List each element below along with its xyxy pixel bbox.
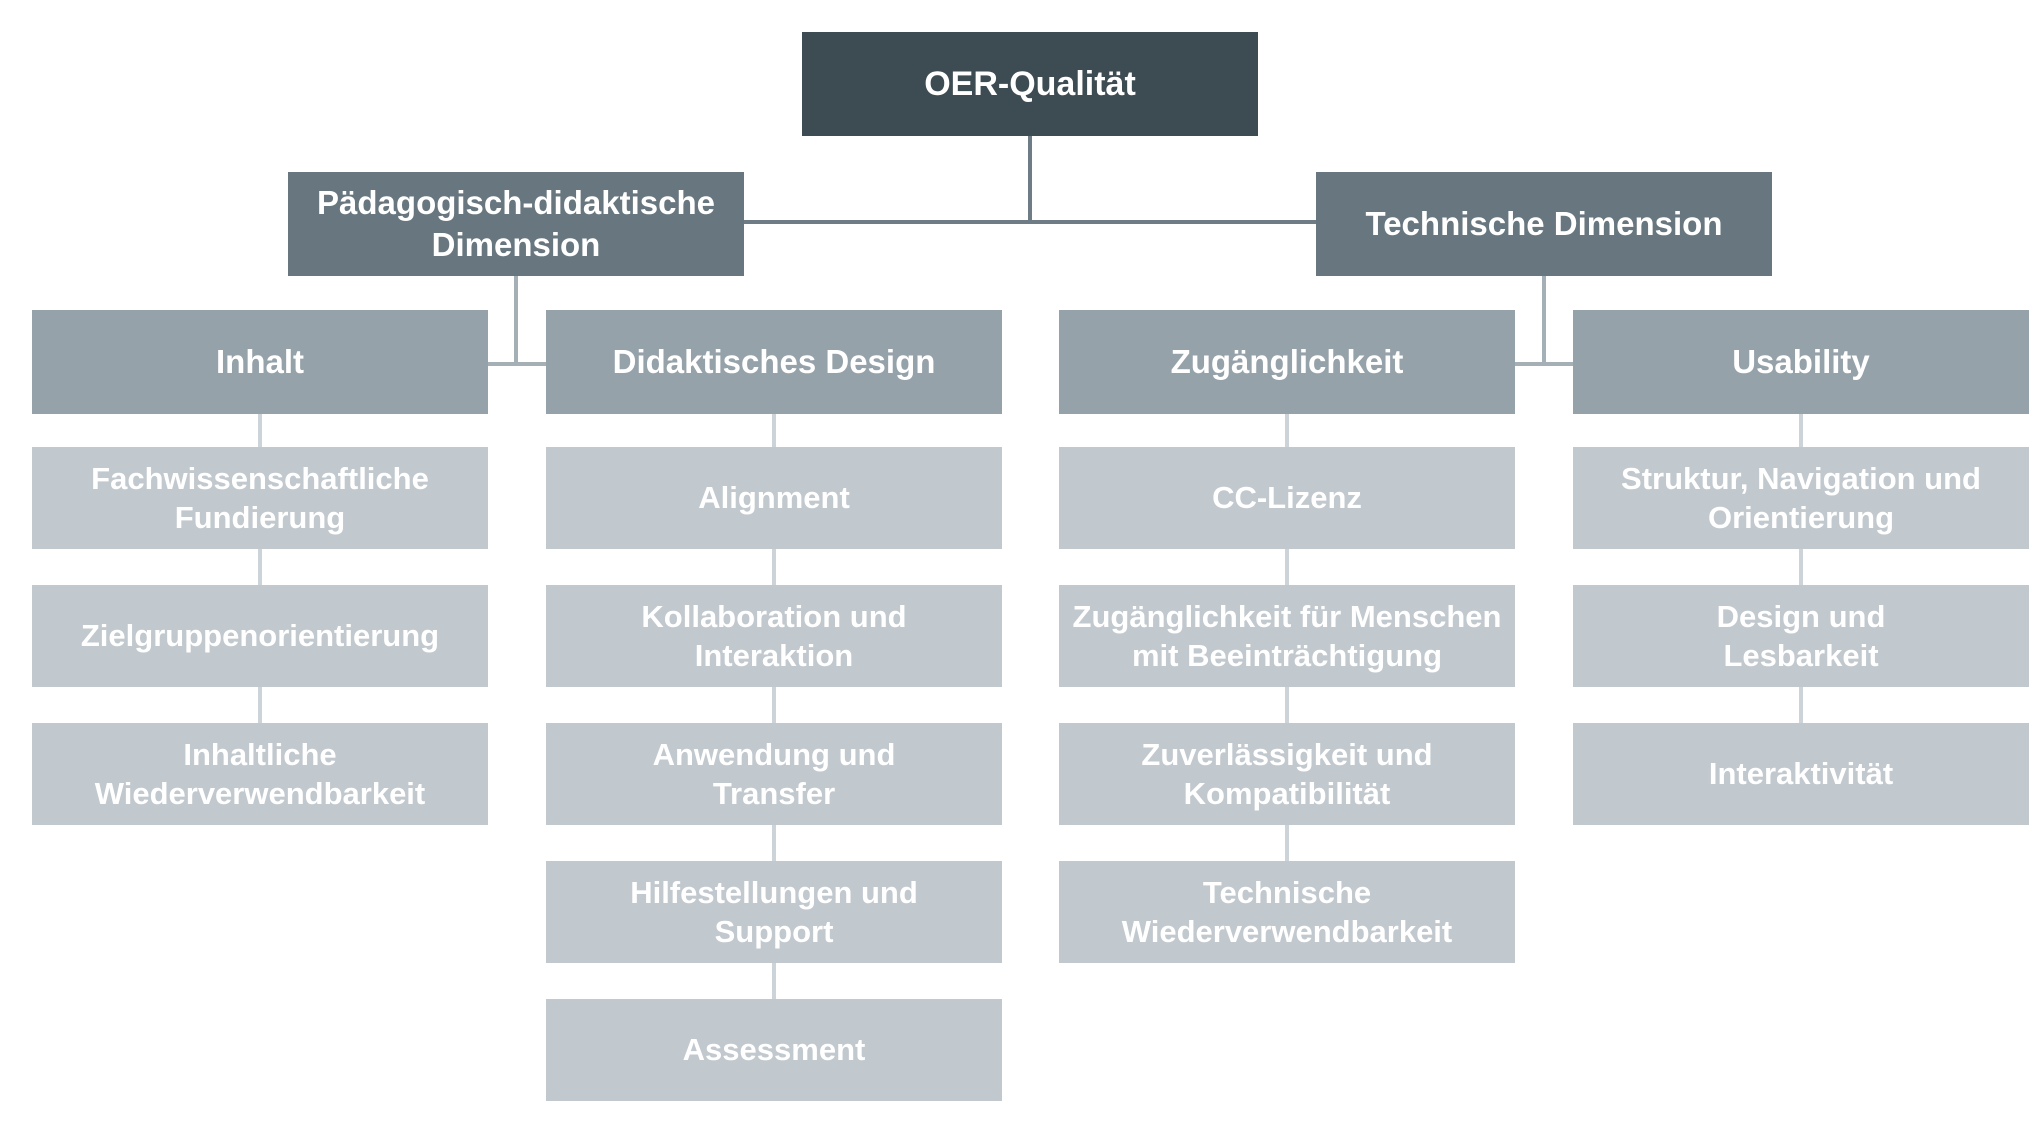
node-alignment: Alignment bbox=[546, 447, 1002, 549]
node-fachwissenschaftliche-fundierung: Fachwissenschaftliche Fundierung bbox=[32, 447, 488, 549]
connector-root-vertical bbox=[1028, 136, 1032, 224]
node-kollaboration-und-interaktion: Kollaboration und Interaktion bbox=[546, 585, 1002, 687]
node-technische-dimension: Technische Dimension bbox=[1316, 172, 1772, 276]
node-paedagogisch-didaktische-dimension: Pädagogisch-didaktische Dimension bbox=[288, 172, 744, 276]
node-oer-qualitaet: OER-Qualität bbox=[802, 32, 1258, 136]
node-design-und-lesbarkeit: Design und Lesbarkeit bbox=[1573, 585, 2029, 687]
connector-col4-seg2 bbox=[1799, 549, 1803, 585]
connector-technisch-horizontal bbox=[1515, 362, 1573, 366]
node-technische-wiederverwendbarkeit: Technische Wiederverwendbarkeit bbox=[1059, 861, 1515, 963]
connector-col2-seg4 bbox=[772, 825, 776, 861]
node-zielgruppenorientierung: Zielgruppenorientierung bbox=[32, 585, 488, 687]
connector-paedagogisch-horizontal bbox=[488, 362, 546, 366]
node-zuverlaessigkeit-und-kompatibilitaet: Zuverlässigkeit und Kompatibilität bbox=[1059, 723, 1515, 825]
node-cc-lizenz: CC-Lizenz bbox=[1059, 447, 1515, 549]
node-anwendung-und-transfer: Anwendung und Transfer bbox=[546, 723, 1002, 825]
connector-paedagogisch-vertical bbox=[514, 276, 518, 366]
connector-col3-seg3 bbox=[1285, 687, 1289, 723]
connector-col1-seg1 bbox=[258, 414, 262, 447]
connector-col2-seg5 bbox=[772, 963, 776, 999]
connector-col2-seg3 bbox=[772, 687, 776, 723]
node-assessment: Assessment bbox=[546, 999, 1002, 1101]
connector-technisch-vertical bbox=[1542, 276, 1546, 366]
connector-col1-seg3 bbox=[258, 687, 262, 723]
node-inhaltliche-wiederverwendbarkeit: Inhaltliche Wiederverwendbarkeit bbox=[32, 723, 488, 825]
node-hilfestellungen-und-support: Hilfestellungen und Support bbox=[546, 861, 1002, 963]
node-didaktisches-design: Didaktisches Design bbox=[546, 310, 1002, 414]
connector-col4-seg3 bbox=[1799, 687, 1803, 723]
node-inhalt: Inhalt bbox=[32, 310, 488, 414]
node-zugaenglichkeit: Zugänglichkeit bbox=[1059, 310, 1515, 414]
node-zugaenglichkeit-fuer-menschen: Zugänglichkeit für Menschen mit Beeinträ… bbox=[1059, 585, 1515, 687]
connector-col3-seg1 bbox=[1285, 414, 1289, 447]
connector-col2-seg1 bbox=[772, 414, 776, 447]
connector-dimensions-horizontal bbox=[744, 220, 1316, 224]
connector-col3-seg4 bbox=[1285, 825, 1289, 861]
connector-col1-seg2 bbox=[258, 549, 262, 585]
node-struktur-navigation-orientierung: Struktur, Navigation und Orientierung bbox=[1573, 447, 2029, 549]
connector-col2-seg2 bbox=[772, 549, 776, 585]
node-interaktivitaet: Interaktivität bbox=[1573, 723, 2029, 825]
node-usability: Usability bbox=[1573, 310, 2029, 414]
connector-col3-seg2 bbox=[1285, 549, 1289, 585]
connector-col4-seg1 bbox=[1799, 414, 1803, 447]
